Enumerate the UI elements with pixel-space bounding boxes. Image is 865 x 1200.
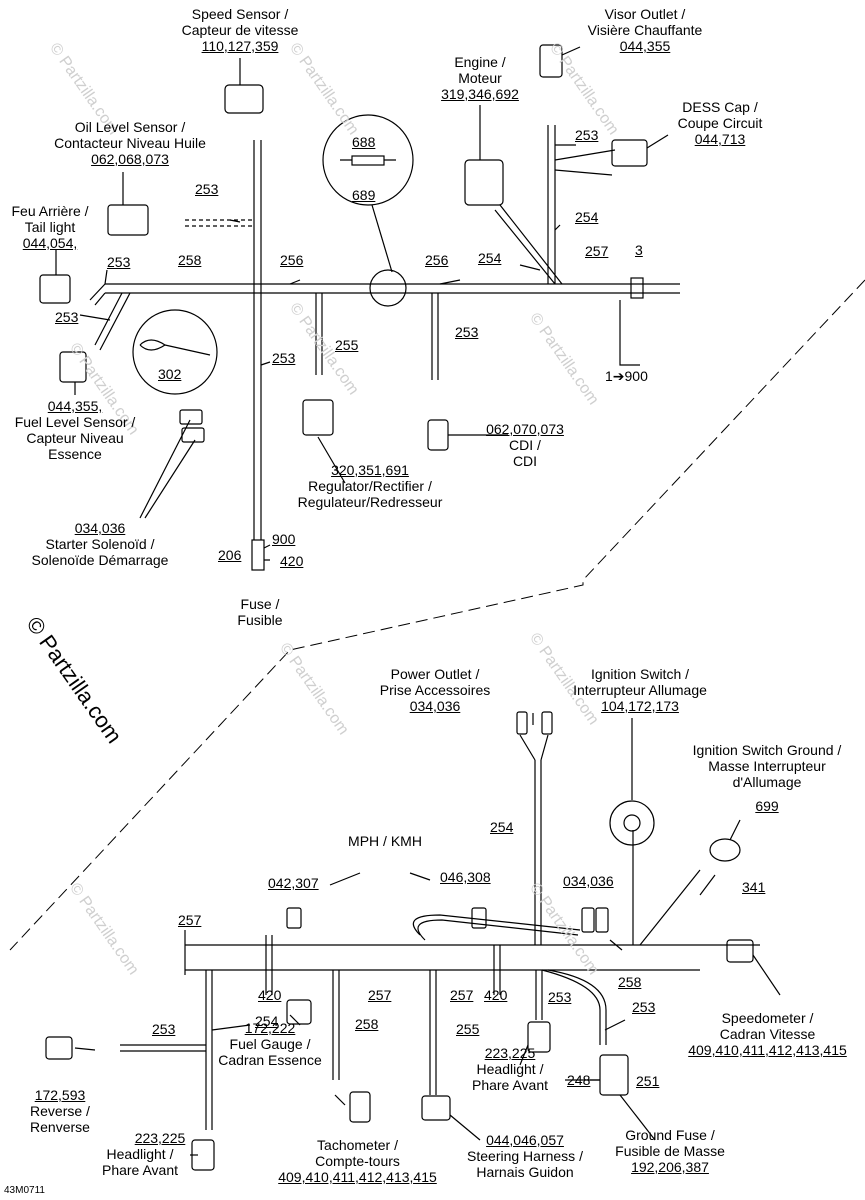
power-outlet-connector-a: [516, 711, 528, 735]
ground-fuse-connector: [599, 1054, 629, 1096]
wire-253: 253: [632, 999, 656, 1015]
part-042-307: 042,307: [268, 875, 319, 891]
oil-sensor-connector: [107, 204, 149, 236]
wire-254: 254: [478, 250, 502, 266]
main-trunk-top: [105, 283, 680, 294]
label-ignition-switch-ground: Ignition Switch Ground /Masse Interrupte…: [692, 742, 842, 814]
connector-3: 3: [635, 242, 643, 258]
wire-255: 255: [456, 1021, 480, 1037]
wire-257: 257: [178, 912, 202, 928]
headlight-mid-connector: [527, 1021, 551, 1053]
engine-connector: [464, 159, 504, 206]
wire-257: 257: [450, 987, 474, 1003]
main-trunk-bottom: [185, 944, 760, 971]
speedometer-connector: [726, 939, 754, 963]
label-oil-level-sensor: Oil Level Sensor /Contacteur Niveau Huil…: [54, 119, 206, 167]
ignition-switch: [609, 800, 655, 846]
wire-253: 253: [272, 350, 296, 366]
ref-1-900: 1➔900: [605, 368, 648, 384]
power-outlet-connector-b: [541, 711, 553, 735]
tail-light-connector: [39, 274, 71, 304]
wire-253: 253: [55, 309, 79, 325]
mph-connector-b: [471, 907, 487, 929]
visor-outlet-connector: [539, 44, 563, 78]
dess-connector: [611, 139, 648, 167]
wire-254: 254: [490, 819, 514, 835]
section-separator: [9, 279, 865, 951]
wire-256: 256: [425, 252, 449, 268]
label-fuel-level-sensor: 044,355,Fuel Level Sensor /Capteur Nivea…: [14, 398, 136, 462]
wire-253: 253: [455, 324, 479, 340]
steering-harness-connector: [421, 1095, 451, 1121]
part-688: 688: [352, 134, 376, 150]
speed-sensor-connector: [224, 84, 264, 114]
speed-sensor-branch: [253, 140, 262, 540]
wire-257: 257: [368, 987, 392, 1003]
wire-258: 258: [355, 1016, 379, 1032]
cdi-connector: [427, 419, 449, 451]
wire-258: 258: [618, 974, 642, 990]
tachometer-connector: [349, 1091, 371, 1123]
part-420: 420: [280, 553, 304, 569]
wire-258: 258: [178, 252, 202, 268]
part-420: 420: [484, 987, 508, 1003]
wire-253: 253: [195, 181, 219, 197]
wire-253: 253: [107, 254, 131, 270]
label-mph-kmh: MPH / KMH: [348, 833, 422, 849]
part-341: 341: [742, 879, 766, 895]
mph-connector-a: [286, 907, 302, 929]
ignition-ground-ring: [709, 838, 741, 862]
part-034-036: 034,036: [563, 873, 614, 889]
wire-253: 253: [548, 989, 572, 1005]
part-251: 251: [636, 1073, 660, 1089]
wire-253: 253: [575, 127, 599, 143]
wire-257: 257: [585, 243, 609, 259]
part-046-308: 046,308: [440, 869, 491, 885]
wire-254: 254: [255, 1013, 279, 1029]
fuse-206: 206: [218, 547, 242, 563]
label-fuse: Fuse /Fusible: [237, 596, 283, 628]
part-420: 420: [258, 987, 282, 1003]
reverse-connector: [45, 1036, 73, 1060]
wire-253: 253: [152, 1021, 176, 1037]
part-302: 302: [158, 366, 182, 382]
diagram-code: 43M0711: [4, 1185, 45, 1196]
regulator-connector: [302, 399, 334, 436]
ref-900: 900: [272, 531, 296, 547]
fuel-level-connector: [59, 351, 87, 383]
wire-256: 256: [280, 252, 304, 268]
wire-254: 254: [575, 209, 599, 225]
wire-255: 255: [335, 337, 359, 353]
part-248: 248: [567, 1072, 591, 1088]
part-689: 689: [352, 187, 376, 203]
